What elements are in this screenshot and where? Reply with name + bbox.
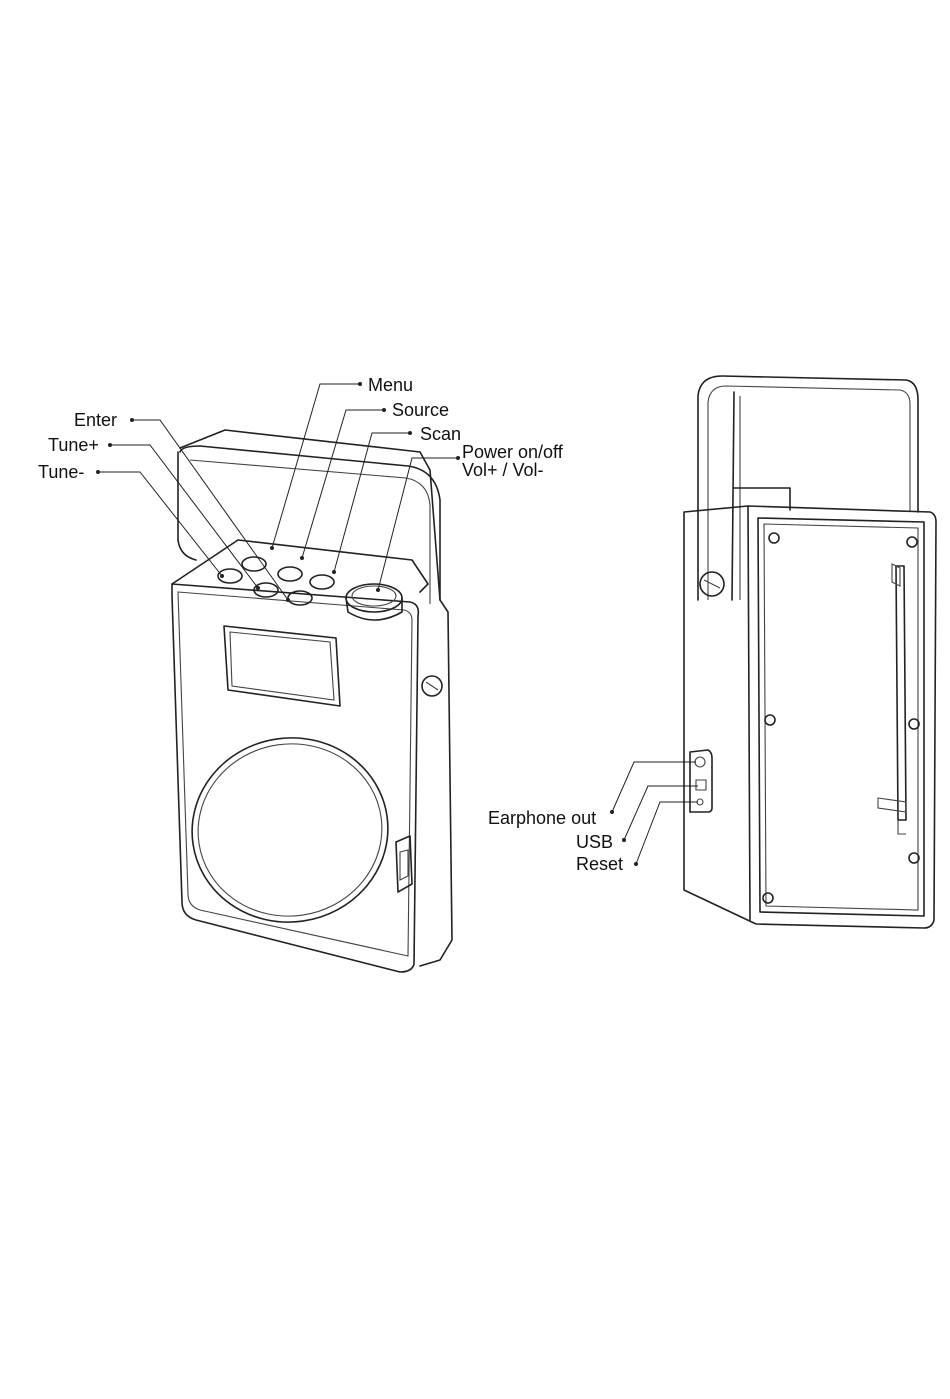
label-tune-plus: Tune+ bbox=[48, 435, 99, 455]
label-usb: USB bbox=[576, 832, 613, 852]
label-scan: Scan bbox=[420, 424, 461, 444]
label-source: Source bbox=[392, 400, 449, 420]
back-radio-illustration bbox=[684, 376, 936, 928]
back-labels: Earphone out USB Reset bbox=[488, 808, 623, 874]
front-radio-illustration bbox=[172, 430, 452, 972]
label-enter: Enter bbox=[74, 410, 117, 430]
label-reset: Reset bbox=[576, 854, 623, 874]
label-earphone-out: Earphone out bbox=[488, 808, 596, 828]
label-power: Power on/off bbox=[462, 442, 564, 462]
front-labels: Menu Source Scan Power on/off Vol+ / Vol… bbox=[38, 375, 564, 482]
label-volume: Vol+ / Vol- bbox=[462, 460, 544, 480]
label-tune-minus: Tune- bbox=[38, 462, 84, 482]
label-menu: Menu bbox=[368, 375, 413, 395]
